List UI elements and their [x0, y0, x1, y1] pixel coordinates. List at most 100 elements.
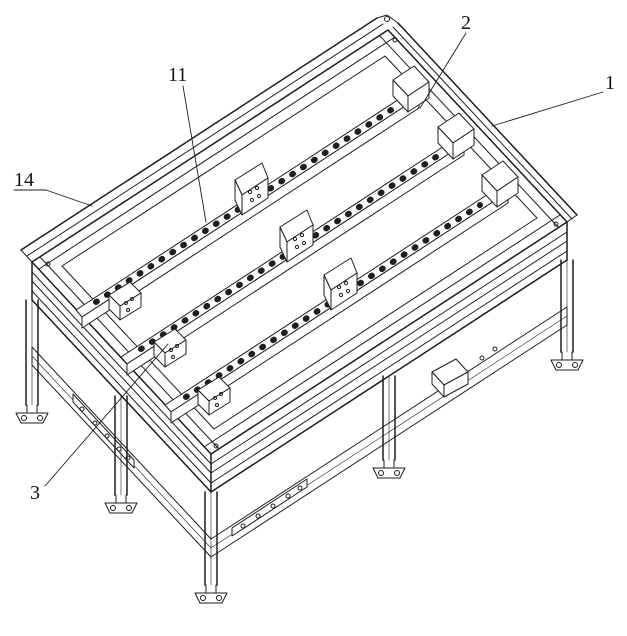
apex-bolt: [384, 16, 390, 22]
bolt-hole: [175, 344, 179, 348]
vent-hole: [270, 503, 276, 509]
front-face-groove: [31, 280, 212, 474]
foot-plate: [104, 502, 138, 514]
front-face-groove: [31, 271, 212, 465]
foot-plate: [15, 412, 49, 424]
foot-plate: [194, 592, 228, 604]
bolt-hole: [338, 292, 344, 298]
bolt-hole: [294, 244, 300, 250]
foot-bolt: [378, 470, 384, 476]
rail-outer-band: [397, 22, 578, 216]
box-left: [323, 274, 332, 311]
leader-lines: [13, 32, 604, 487]
front-face-bottom: [31, 299, 212, 493]
foot-bolt: [216, 595, 222, 601]
leg: [114, 395, 128, 496]
foot-bolt: [21, 415, 27, 421]
foot-plate: [550, 359, 584, 371]
rail-groove: [38, 36, 396, 270]
frame-legs: [25, 259, 574, 586]
foot-bolt: [394, 470, 400, 476]
box-left: [234, 179, 243, 216]
bolt-hole: [343, 280, 349, 286]
leg: [382, 375, 396, 461]
bolt-hole: [169, 348, 173, 352]
bolt-hole: [492, 346, 498, 352]
machine-frame-drawing: [13, 14, 604, 604]
leg: [560, 259, 574, 353]
bolt-hole: [130, 297, 134, 301]
box-left: [197, 389, 210, 416]
corner-cap: [20, 249, 33, 263]
leader-line-1: [491, 91, 604, 127]
leg: [204, 491, 218, 586]
box-left: [392, 79, 409, 113]
bolt-hole: [249, 197, 255, 203]
leg: [25, 299, 39, 406]
beam-carriage: [279, 209, 314, 263]
box-left: [437, 126, 454, 160]
vent-hole: [125, 455, 131, 461]
rail-outer-band: [26, 23, 384, 257]
bolt-hole: [299, 232, 305, 238]
front-face-groove: [210, 250, 568, 484]
side-control-box: [431, 346, 498, 398]
beam-end-bracket: [108, 281, 142, 321]
box-left: [431, 371, 445, 398]
vent-hole: [285, 493, 291, 499]
bolt-hole: [336, 284, 342, 290]
foot-bolt: [556, 362, 562, 368]
bolt-hole: [479, 355, 485, 361]
corner-bolt: [45, 261, 51, 267]
bolt-hole: [215, 403, 219, 407]
frame-inner-edge: [61, 55, 538, 430]
foot: [550, 351, 584, 371]
foot: [372, 459, 406, 479]
bolt-hole: [254, 185, 260, 191]
vent-hole: [255, 513, 261, 519]
beam-front-face: [126, 143, 465, 376]
foot-bolt: [572, 362, 578, 368]
frame-top-face: [20, 14, 578, 455]
beam-front-face: [170, 191, 509, 424]
part-label-3: 3: [30, 482, 40, 504]
foot-bolt: [37, 415, 43, 421]
apex-corner-joint: [376, 14, 399, 24]
beam-end-bracket: [197, 376, 231, 416]
part-label-2: 2: [461, 12, 471, 34]
vent-hole: [104, 433, 110, 439]
vent-strip-plate: [231, 478, 308, 537]
front-face-groove: [210, 240, 568, 474]
front-face-groove: [210, 231, 568, 465]
bolt-hole: [219, 392, 223, 396]
beam-end-motor-box: [437, 112, 475, 160]
beam-front-face: [81, 96, 420, 329]
part-label-1: 1: [605, 72, 615, 94]
leader-line-14: [13, 189, 93, 207]
bolt-hole: [256, 193, 262, 199]
vent-strip-plate: [72, 393, 135, 469]
beam-end-motor-box: [481, 160, 519, 208]
corner-bolt: [213, 443, 219, 449]
foot: [104, 494, 138, 514]
leveling-feet: [15, 351, 584, 604]
rail-outer-band: [20, 17, 378, 251]
part-label-14: 14: [14, 169, 34, 191]
vent-hole: [240, 523, 246, 529]
gantry-beam-3: [164, 160, 519, 424]
gantry-beam-2: [120, 112, 475, 376]
bolt-hole: [126, 308, 130, 312]
front-face-groove: [31, 290, 212, 484]
bolt-hole: [301, 240, 307, 246]
leader-line-11: [182, 85, 207, 223]
vent-strip: [72, 393, 135, 469]
leader-line-2: [419, 32, 467, 109]
bolt-hole: [345, 288, 351, 294]
bolt-hole: [124, 301, 128, 305]
leader-line-3: [44, 343, 169, 487]
vent-hole: [79, 406, 85, 412]
bolt-hole: [247, 189, 253, 195]
vent-strip: [231, 478, 308, 537]
foot-bolt: [126, 505, 132, 511]
